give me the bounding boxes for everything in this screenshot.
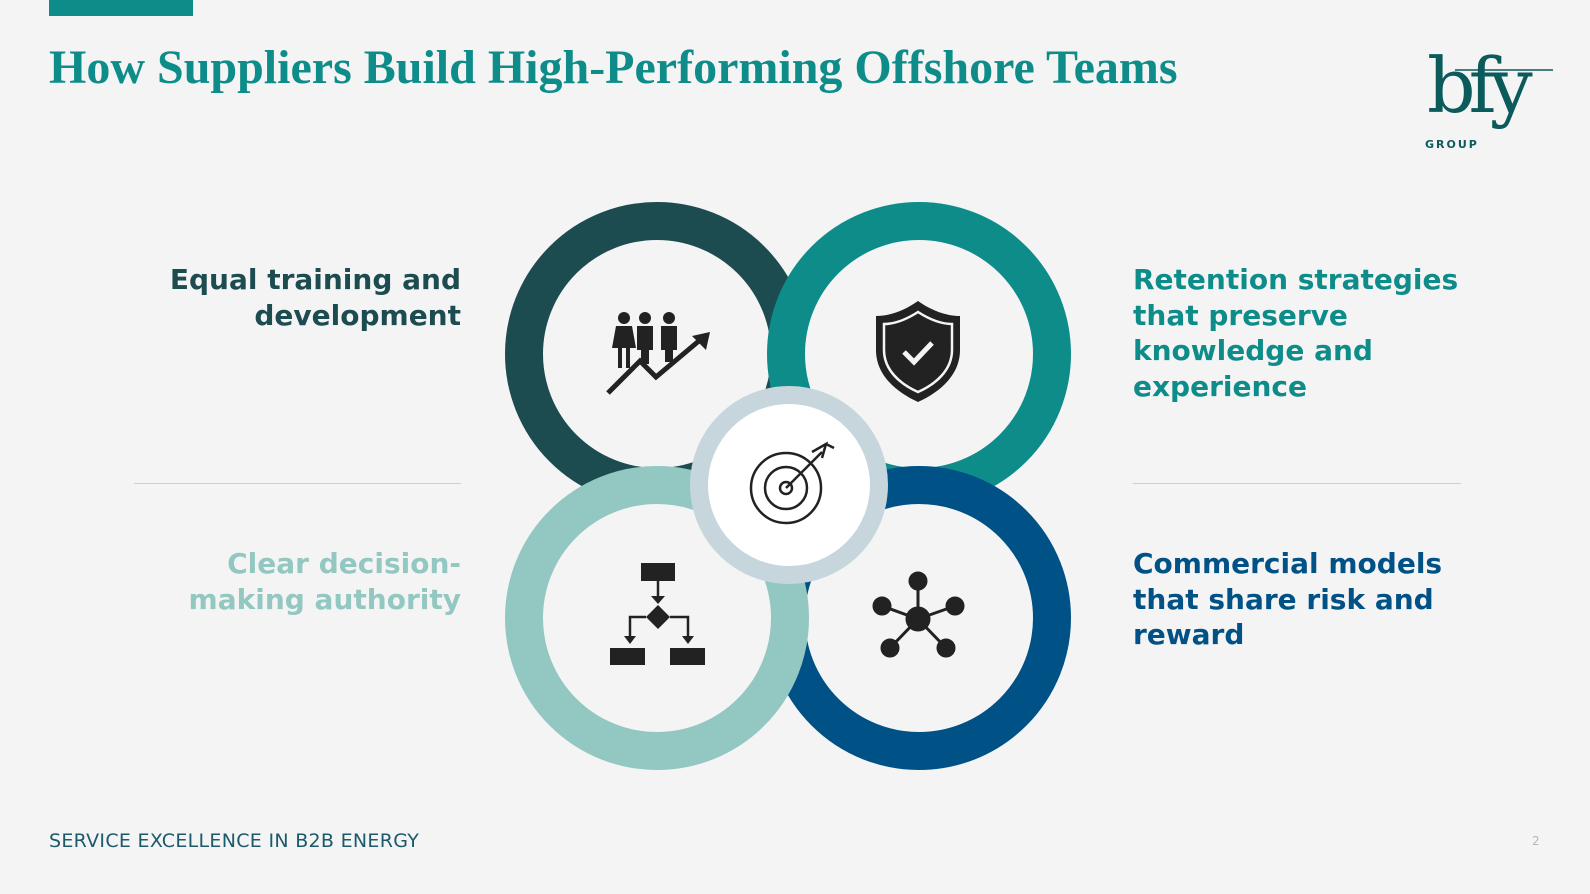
- page-title: How Suppliers Build High-Performing Offs…: [49, 41, 1178, 94]
- people-growth-icon: [606, 312, 710, 395]
- accent-bar: [49, 0, 193, 16]
- text-line: Commercial models: [1133, 547, 1443, 580]
- text-line: experience: [1133, 369, 1308, 403]
- text-line: knowledge and: [1133, 334, 1373, 367]
- text-line: Retention strategies: [1133, 263, 1459, 296]
- text-line: development: [254, 298, 461, 332]
- bfy-group-logo: bfy GROUP: [1425, 41, 1553, 151]
- text-line: that preserve: [1133, 298, 1348, 332]
- text-line: making authority: [188, 582, 461, 616]
- svg-text:bfy: bfy: [1427, 41, 1533, 130]
- item-training-label: Equal training and development: [170, 262, 461, 333]
- svg-text:GROUP: GROUP: [1425, 138, 1479, 151]
- item-commercial-label: Commercial models that share risk and re…: [1133, 546, 1442, 653]
- page-number: 2: [1532, 834, 1540, 848]
- network-hub-icon: [872, 571, 965, 658]
- text-line: reward: [1133, 618, 1245, 651]
- item-retention-label: Retention strategies that preserve knowl…: [1133, 262, 1458, 404]
- item-decision-label: Clear decision- making authority: [189, 546, 461, 617]
- flowchart-icon: [610, 563, 705, 665]
- text-line: that share risk and: [1133, 582, 1434, 616]
- target-icon: [749, 441, 835, 525]
- divider-left: [134, 483, 461, 484]
- shield-check-icon: [876, 301, 960, 402]
- text-line: Equal training and: [169, 263, 461, 296]
- text-line: Clear decision-: [227, 547, 461, 580]
- divider-right: [1133, 483, 1461, 484]
- footer-text: SERVICE EXCELLENCE IN B2B ENERGY: [49, 830, 420, 852]
